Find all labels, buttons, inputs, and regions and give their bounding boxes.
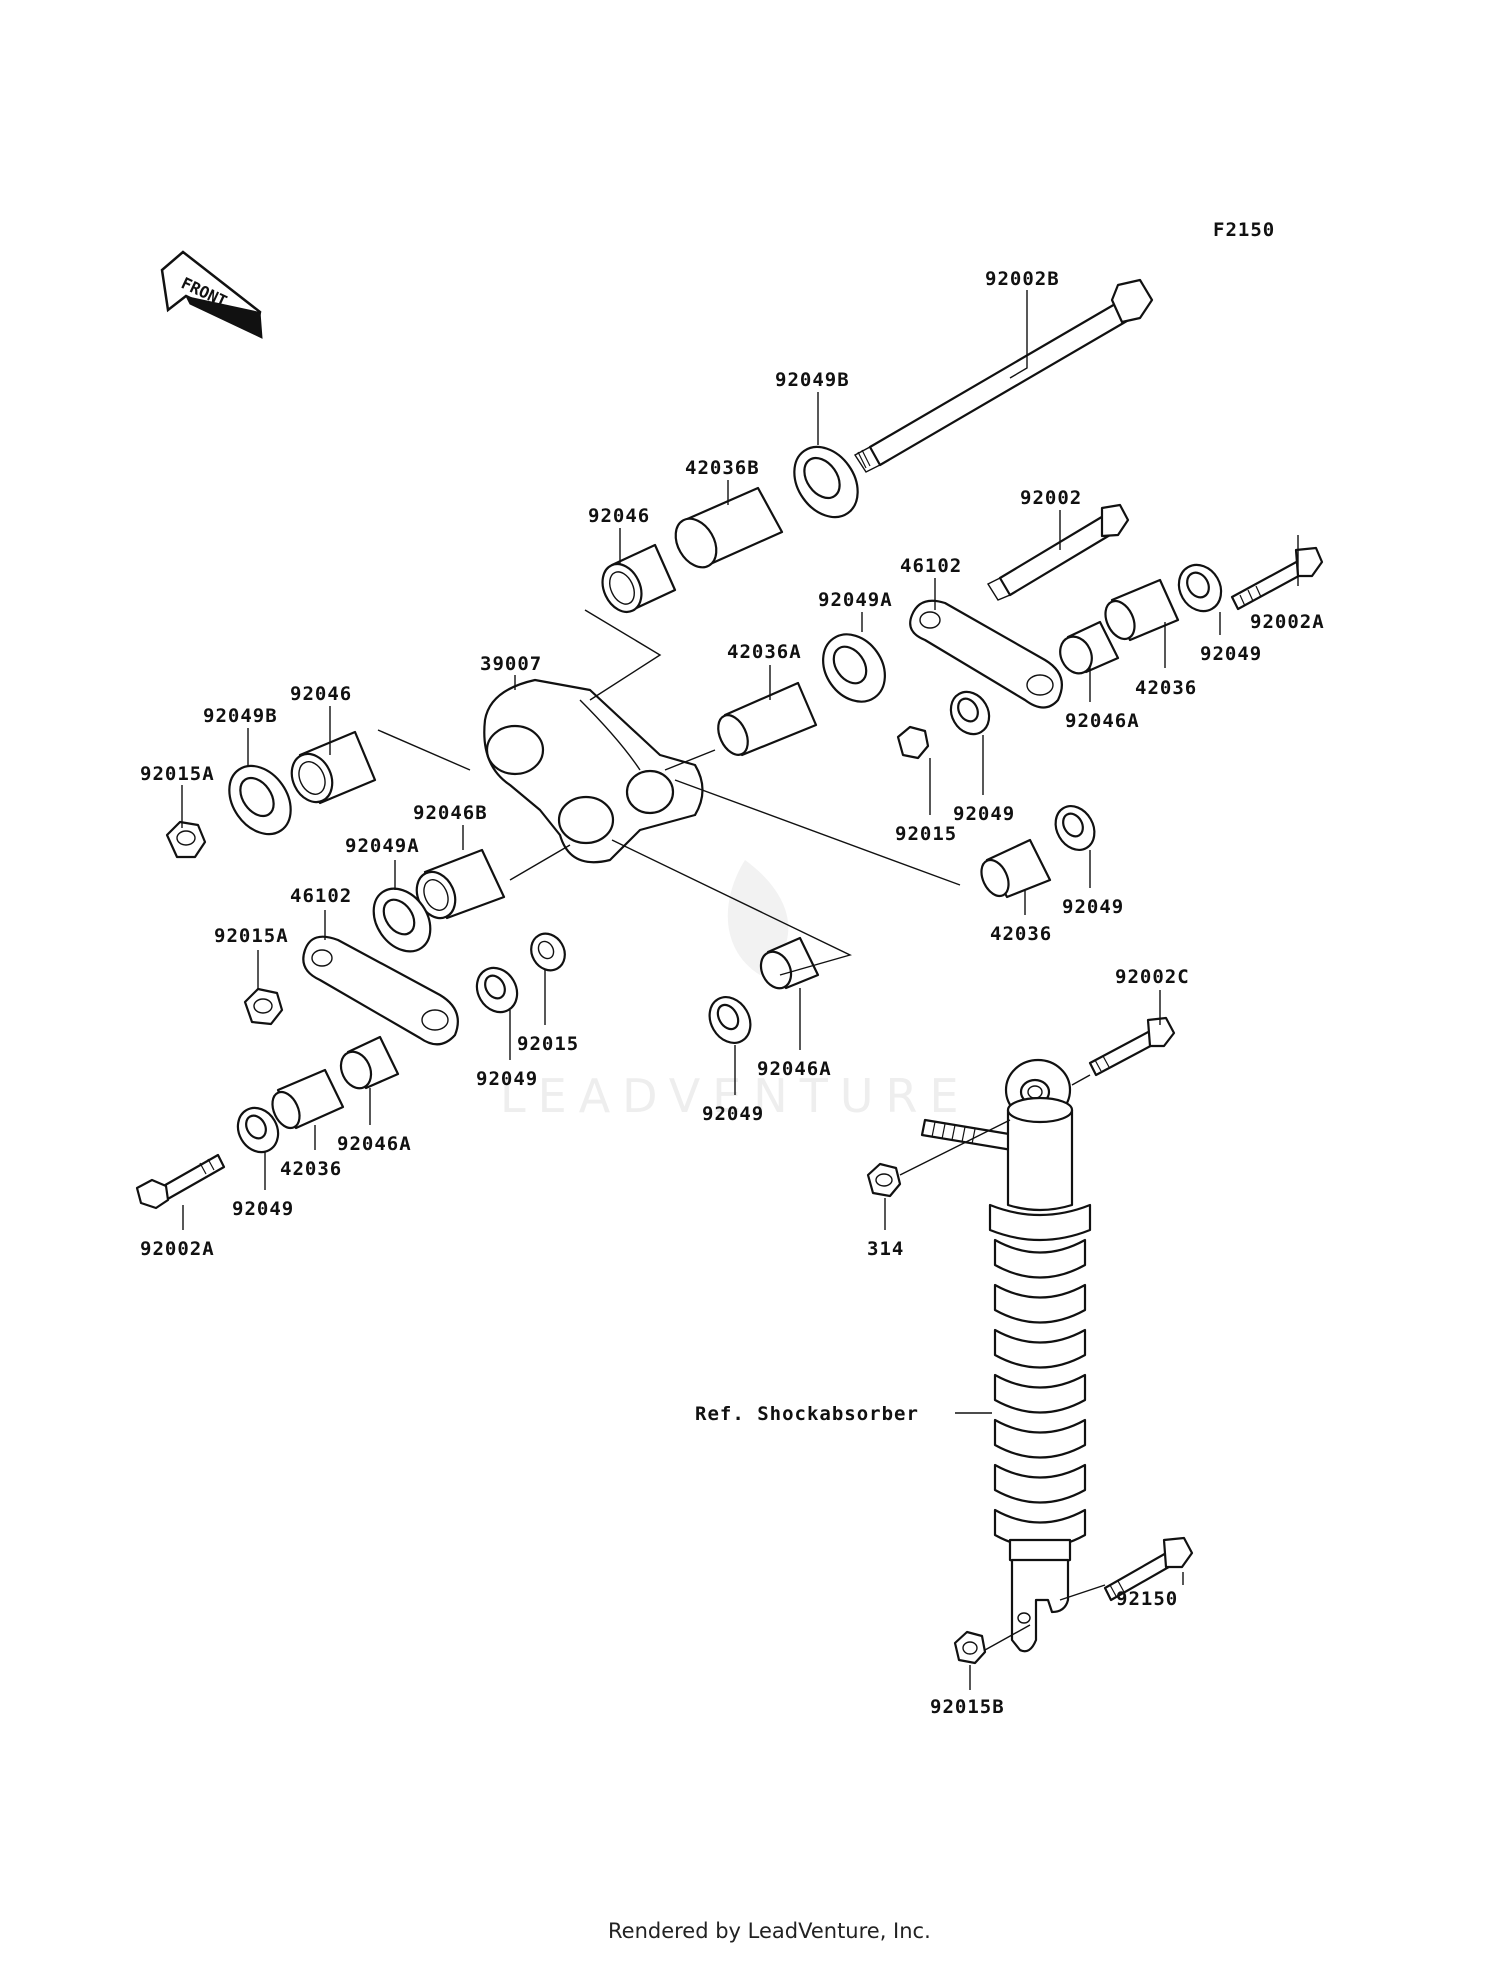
collar-42036B — [674, 486, 784, 569]
callout-92002B: 92002B — [985, 268, 1060, 290]
callout-92015B: 92015B — [930, 1696, 1005, 1718]
callout-42036-left: 42036 — [280, 1158, 342, 1180]
bearing-92046A-left — [339, 1035, 400, 1090]
bolt-92002C — [1088, 1016, 1176, 1077]
callout-92049B-left: 92049B — [203, 705, 278, 727]
washer-92049-left — [236, 1106, 280, 1154]
callout-92049-center: 92049 — [476, 1068, 538, 1090]
bearing-92046-left — [290, 730, 377, 805]
callout-92046A-left: 92046A — [337, 1133, 412, 1155]
collar-42036-left — [271, 1068, 345, 1130]
front-arrow-icon: FRONT — [160, 250, 263, 339]
callout-92002A-left: 92002A — [140, 1238, 215, 1260]
callout-39007: 39007 — [480, 653, 542, 675]
figure-code: F2150 — [1213, 219, 1275, 241]
nut-92015-center — [896, 725, 930, 760]
nut-92015A-top — [165, 820, 207, 859]
callout-92015-right: 92015 — [895, 823, 957, 845]
washer-92049B-left — [228, 764, 292, 836]
callout-92046-top: 92046 — [588, 505, 650, 527]
collar-42036-right — [1104, 578, 1180, 642]
callout-46102-top: 46102 — [900, 555, 962, 577]
nut-92015A-left — [243, 987, 284, 1026]
callout-42036-right: 42036 — [1135, 677, 1197, 699]
callout-92046A-right: 92046A — [1065, 710, 1140, 732]
bearing-92046B — [415, 848, 506, 920]
callout-92049B-top: 92049B — [775, 369, 850, 391]
callout-92046B: 92046B — [413, 802, 488, 824]
nut-314 — [866, 1162, 902, 1198]
callout-92046A-center: 92046A — [757, 1058, 832, 1080]
bearing-92046A-right — [1059, 620, 1120, 675]
callout-92150: 92150 — [1116, 1588, 1178, 1610]
watermark-text: LEADVENTURE — [500, 1069, 971, 1123]
callout-92049-left: 92049 — [232, 1198, 294, 1220]
collar-42036-mid — [980, 838, 1052, 899]
leader-lines — [181, 290, 1299, 1690]
nut-92015B — [953, 1630, 987, 1665]
link-46102-top — [909, 599, 1063, 709]
washer-92049-mid — [475, 966, 519, 1014]
callout-42036-mid: 42036 — [990, 923, 1052, 945]
rocker-arm-39007 — [483, 678, 704, 864]
bolt-92150 — [1103, 1536, 1194, 1602]
washer-92049A-left — [372, 887, 432, 953]
reference-label: Ref. Shockabsorber — [695, 1403, 919, 1425]
bearing-92046-top — [601, 543, 677, 614]
callout-92046-left: 92046 — [290, 683, 352, 705]
callout-labels: 92002B 92049B 42036B 92046 92002 46102 9… — [140, 268, 1325, 1718]
washer-92049-right — [1177, 563, 1223, 613]
callout-92049A-top: 92049A — [818, 589, 893, 611]
shaft-92002B — [853, 278, 1154, 473]
callout-92002C: 92002C — [1115, 966, 1190, 988]
shock-absorber — [920, 1058, 1092, 1653]
bolt-92002A-left — [135, 1153, 226, 1210]
bolt-92002A-right — [1230, 546, 1324, 611]
footer-credit: Rendered by LeadVenture, Inc. — [608, 1919, 931, 1943]
callout-92049-mid: 92049 — [953, 803, 1015, 825]
washer-92049-lowcenter — [708, 996, 752, 1044]
callout-92049A-left: 92049A — [345, 835, 420, 857]
callout-92002: 92002 — [1020, 487, 1082, 509]
callout-42036B: 42036B — [685, 457, 760, 479]
callout-92049-lowcenter: 92049 — [702, 1103, 764, 1125]
callout-92015A-top: 92015A — [140, 763, 215, 785]
shaft-92002 — [986, 503, 1130, 601]
callout-92002A-right: 92002A — [1250, 611, 1325, 633]
washer-92049-lowright — [1054, 805, 1096, 851]
link-46102-left — [302, 935, 459, 1046]
nut-92015-right — [530, 932, 566, 972]
callout-92015A-left: 92015A — [214, 925, 289, 947]
callout-314: 314 — [867, 1238, 904, 1260]
callout-92015-center: 92015 — [517, 1033, 579, 1055]
callout-46102-left: 46102 — [290, 885, 352, 907]
callout-92049-lowright: 92049 — [1062, 896, 1124, 918]
watermark: LEADVENTURE — [500, 860, 971, 1123]
washer-92049A-top — [822, 633, 886, 703]
callout-42036A: 42036A — [727, 641, 802, 663]
washer-92049-center — [949, 690, 991, 736]
callout-92049-right: 92049 — [1200, 643, 1262, 665]
washer-92049B-top — [793, 445, 859, 519]
collar-42036A — [717, 681, 818, 757]
